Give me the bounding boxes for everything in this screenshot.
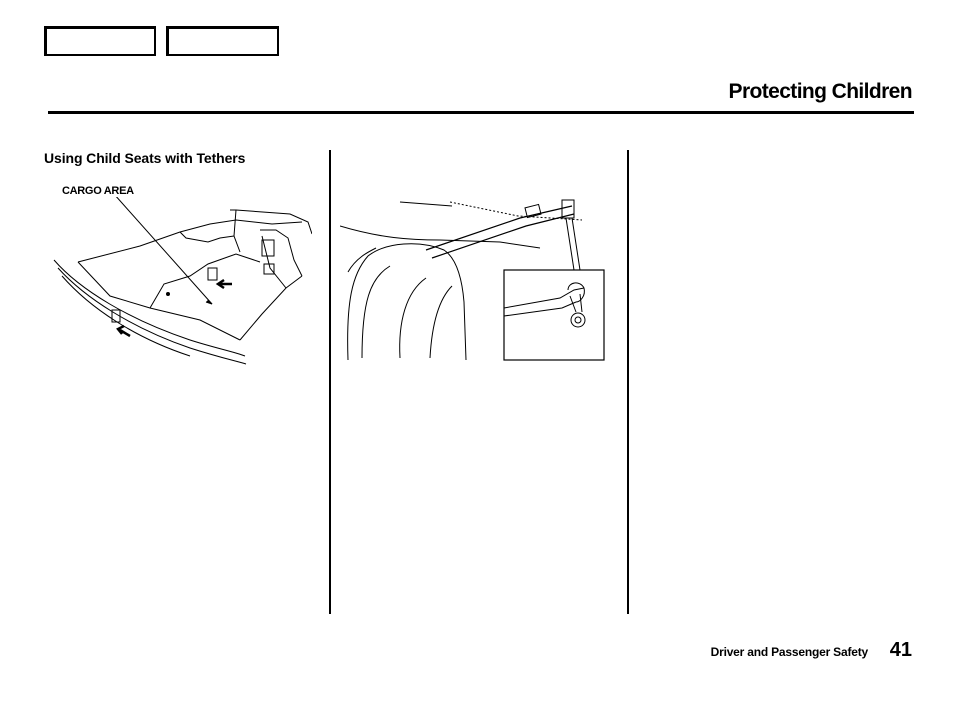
column-divider xyxy=(627,150,629,614)
tether-strap-illustration xyxy=(340,199,605,361)
page-number: 41 xyxy=(889,639,912,661)
page-title: Protecting Children xyxy=(728,80,913,103)
section-heading: Using Child Seats with Tethers xyxy=(44,150,246,166)
cargo-area-illustration xyxy=(53,193,312,365)
cargo-area-label: CARGO AREA xyxy=(61,185,135,197)
nav-button-index[interactable] xyxy=(166,26,279,56)
title-rule xyxy=(48,111,914,114)
footer-section-name: Driver and Passenger Safety xyxy=(710,645,869,659)
nav-button-contents[interactable] xyxy=(44,26,156,56)
column-divider xyxy=(329,150,331,614)
